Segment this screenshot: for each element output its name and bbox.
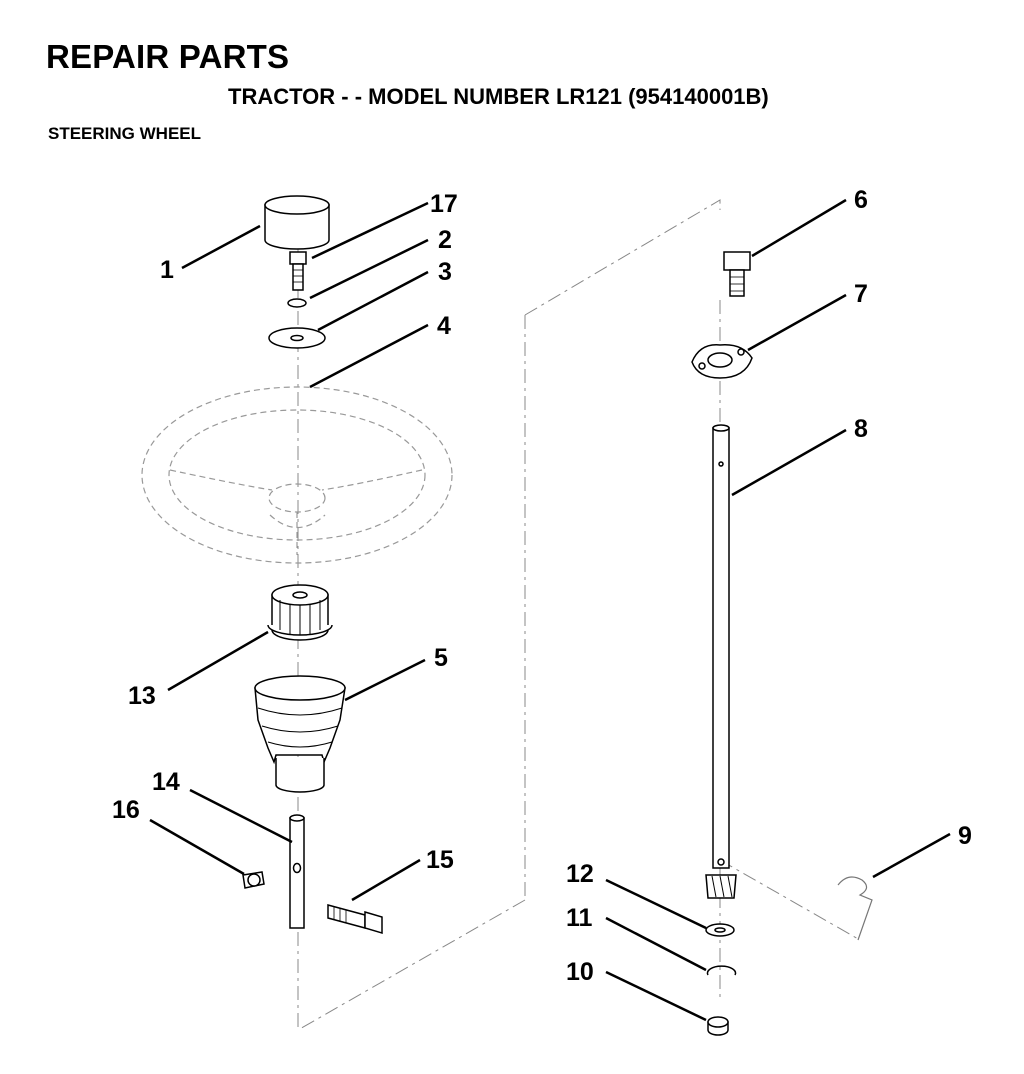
leader-lines [149, 198, 951, 1022]
part-12-washer [705, 923, 735, 937]
callout-labels: 1 2 3 4 5 6 7 8 9 10 11 12 13 14 15 16 1… [112, 186, 972, 986]
callout-14: 14 [152, 768, 180, 796]
part-3-flat-washer [268, 327, 326, 349]
callout-17: 17 [430, 190, 458, 218]
part-14-shaft [289, 814, 305, 929]
callout-8: 8 [854, 415, 868, 443]
callout-15: 15 [426, 846, 454, 874]
part-4-steering-wheel [141, 386, 453, 564]
callout-3: 3 [438, 258, 452, 286]
callout-16: 16 [112, 796, 140, 824]
part-11-retaining-ring [706, 965, 737, 976]
part-2-lock-washer [287, 298, 307, 308]
part-8-steering-shaft [712, 424, 730, 869]
part-17-bolt [289, 251, 307, 291]
page-title: REPAIR PARTS [46, 38, 290, 75]
part-5-boot [254, 675, 346, 793]
part-9-clip [837, 876, 873, 941]
part-13-adapter [267, 584, 333, 641]
callout-4: 4 [437, 312, 451, 340]
callout-10: 10 [566, 958, 594, 986]
pinion-gear [705, 874, 737, 899]
callout-2: 2 [438, 226, 452, 254]
callout-12: 12 [566, 860, 594, 888]
part-1-cap [264, 195, 330, 250]
part-16-nut [242, 871, 265, 889]
callout-13: 13 [128, 682, 156, 710]
callout-7: 7 [854, 280, 868, 308]
part-6-bolt [723, 251, 751, 297]
part-7-flange-bearing [691, 344, 753, 379]
callout-1: 1 [160, 256, 174, 284]
model-subtitle: TRACTOR - - MODEL NUMBER LR121 (95414000… [228, 84, 769, 109]
callout-9: 9 [958, 822, 972, 850]
panel-outline [297, 199, 861, 1031]
part-15-bolt [327, 904, 383, 935]
callout-5: 5 [434, 644, 448, 672]
callout-11: 11 [566, 904, 593, 932]
part-10-bushing [707, 1016, 729, 1036]
callout-6: 6 [854, 186, 868, 214]
section-heading: STEERING WHEEL [48, 124, 202, 143]
